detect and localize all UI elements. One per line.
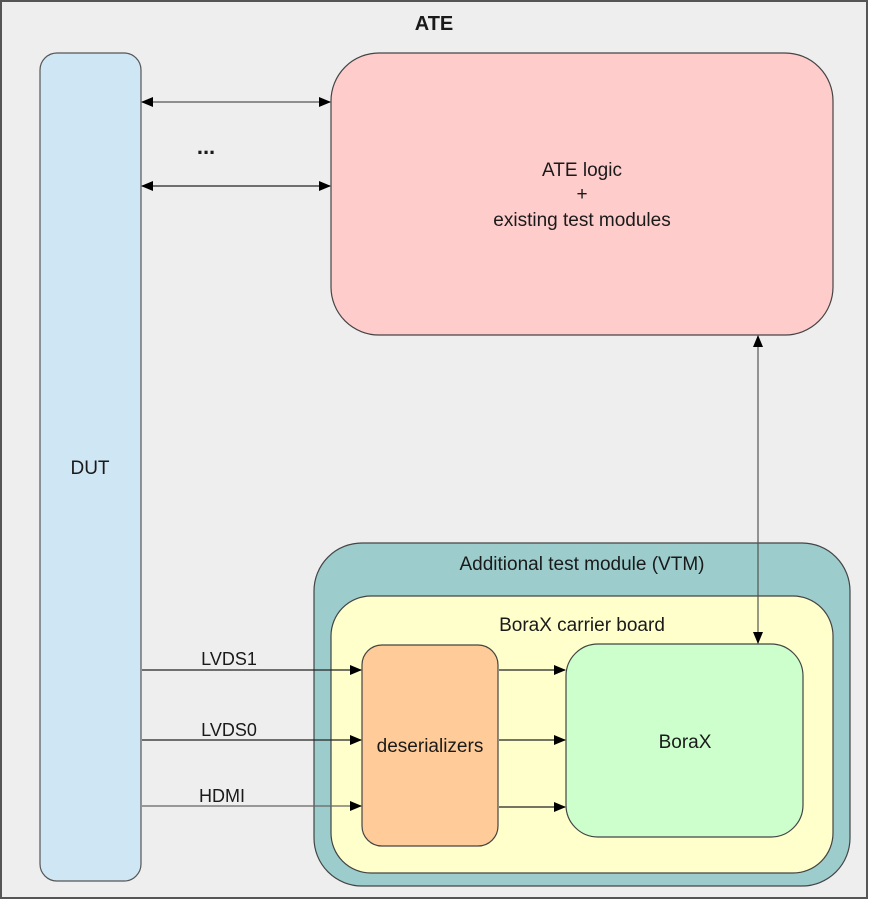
ate-title: ATE (415, 13, 454, 35)
ellipsis-label: ... (197, 134, 215, 159)
signal-label-hdmi: HDMI (199, 786, 245, 806)
borax-label: BoraX (659, 732, 712, 753)
ate-logic-line3: existing test modules (493, 210, 670, 231)
signal-label-lvds0: LVDS0 (201, 720, 257, 740)
vtm-label: Additional test module (VTM) (460, 554, 705, 575)
deserializers-label: deserializers (377, 736, 484, 757)
ate-logic-block (330, 52, 834, 336)
ate-logic-line2: + (576, 184, 587, 205)
ate-logic-line1: ATE logic (542, 160, 622, 181)
carrier-board-label: BoraX carrier board (499, 615, 665, 636)
signal-label-lvds1: LVDS1 (201, 649, 257, 669)
dut-block (39, 52, 142, 882)
borax-block (565, 643, 804, 838)
deserializers-block (361, 644, 499, 847)
dut-label: DUT (70, 458, 109, 479)
